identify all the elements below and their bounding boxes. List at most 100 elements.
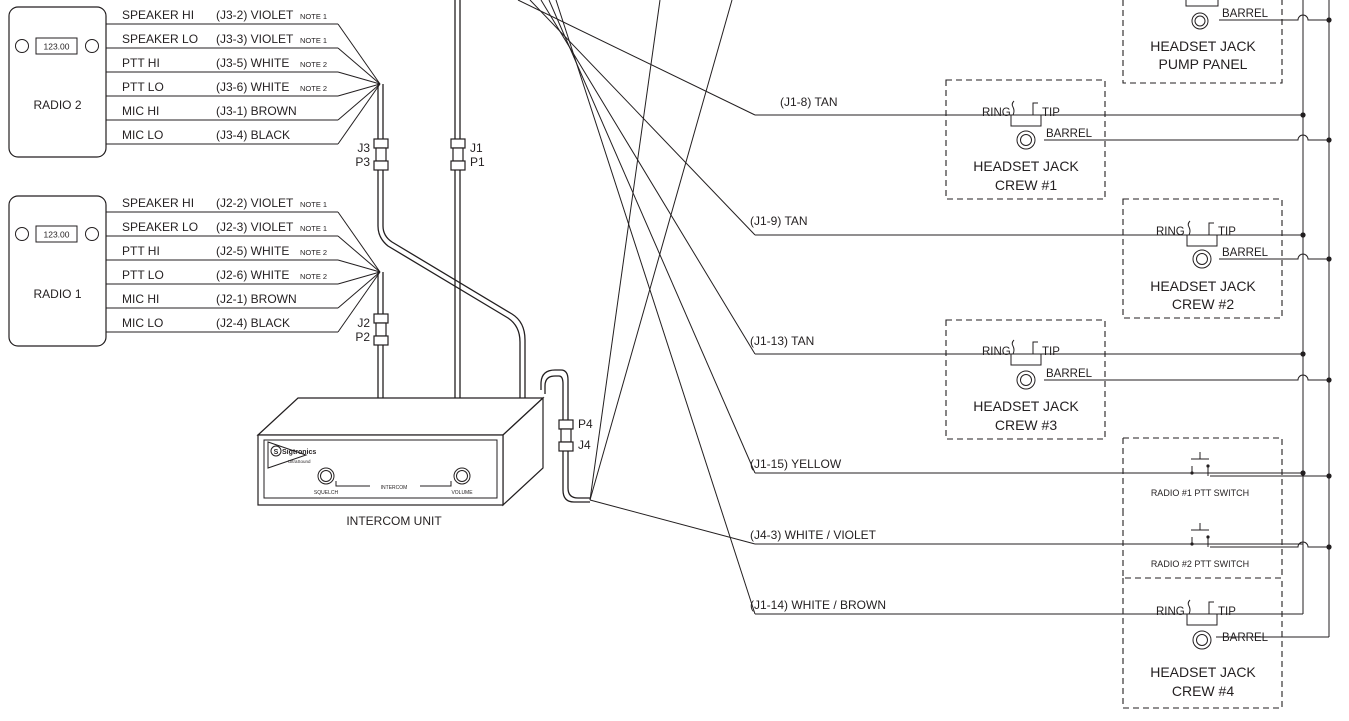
radio-1-row-1-wire: (J2-2) VIOLET <box>216 196 294 210</box>
jack-barrel-icon <box>1016 370 1036 390</box>
pump-panel-title: HEADSET JACK <box>1150 38 1256 54</box>
jack-body <box>1010 353 1042 366</box>
headset-jack-pump-panel: BARREL HEADSET JACK PUMP PANEL <box>1122 0 1283 84</box>
radio-2-display <box>35 37 78 55</box>
radio-2-left-knob <box>15 39 29 53</box>
barrel-label: BARREL <box>1222 632 1269 644</box>
wire-label-j1-15: (J1-15) YELLOW <box>750 457 842 471</box>
radio-1-ptt-switch: RADIO #1 PTT SWITCH <box>1122 437 1283 510</box>
radio-1-row-6-wire: (J2-4) BLACK <box>216 316 290 330</box>
wire-label-j1-8: (J1-8) TAN <box>780 95 838 109</box>
radio-1-ptt-label: RADIO #1 PTT SWITCH <box>1151 488 1249 498</box>
connector-j2-label: J2 <box>357 316 370 330</box>
radio-1-row-2-signal: SPEAKER LO <box>122 220 198 234</box>
wire-label-j4-3: (J4-3) WHITE / VIOLET <box>750 528 877 542</box>
radio-1-right-knob <box>85 227 99 241</box>
radio-1-row-2-note: NOTE 1 <box>300 224 327 233</box>
intercom-unit-label: INTERCOM UNIT <box>346 514 442 528</box>
volume-label: VOLUME <box>451 490 473 496</box>
radio-1-row-1-signal: SPEAKER HI <box>122 196 194 210</box>
ring-label: RING <box>982 107 1011 119</box>
intercom-brand: Sigtronics <box>282 449 316 456</box>
connector-p3-label: P3 <box>355 155 370 169</box>
ring-label: RING <box>1156 226 1185 238</box>
volume-knob[interactable] <box>453 467 471 485</box>
radio-2-row-5-wire: (J3-1) BROWN <box>216 104 297 118</box>
connector-j1-p1: J1 P1 <box>450 138 485 171</box>
radio-1-row-3-signal: PTT HI <box>122 244 160 258</box>
crew-2-title: HEADSET JACK <box>1150 278 1256 294</box>
intercom-logo-triangle <box>267 441 308 469</box>
jack-body <box>1185 0 1219 7</box>
tip-label: TIP <box>1218 606 1236 618</box>
tip-label: TIP <box>1218 226 1236 238</box>
radio-1-row-4-note: NOTE 2 <box>300 272 327 281</box>
connector-j2-p2: J2 P2 <box>355 313 389 346</box>
radio-2-wire-rows <box>106 23 381 145</box>
radio-1-left-knob <box>15 227 29 241</box>
radio-1-row-4-signal: PTT LO <box>122 268 164 282</box>
radio-1-row-4-wire: (J2-6) WHITE <box>216 268 289 282</box>
radio-2-name: RADIO 2 <box>33 98 81 112</box>
connector-p4-j4: P4 J4 <box>558 417 593 452</box>
crew-1-subtitle: CREW #1 <box>995 177 1057 193</box>
jack-body <box>1186 613 1218 626</box>
radio-2-row-6-wire: (J3-4) BLACK <box>216 128 290 142</box>
radio-2-row-2-note: NOTE 1 <box>300 36 327 45</box>
radio-2-row-3-wire: (J3-5) WHITE <box>216 56 289 70</box>
radio-1-display-text: 123.00 <box>44 230 70 240</box>
radio-1-row-5-wire: (J2-1) BROWN <box>216 292 297 306</box>
radio-2-row-4-note: NOTE 2 <box>300 84 327 93</box>
radio-2-row-4-signal: PTT LO <box>122 80 164 94</box>
pump-panel-subtitle: PUMP PANEL <box>1159 56 1248 72</box>
radio-1-row-1-note: NOTE 1 <box>300 200 327 209</box>
jack-body <box>1010 114 1042 127</box>
connector-p4-label: P4 <box>578 417 593 431</box>
radio-2-display-text: 123.00 <box>44 42 70 52</box>
jack-barrel-icon <box>1192 630 1212 650</box>
connector-j3-label: J3 <box>357 141 370 155</box>
connector-j3-p3: J3 P3 <box>355 138 389 171</box>
crew-2-subtitle: CREW #2 <box>1172 296 1234 312</box>
radio-1-row-6-signal: MIC LO <box>122 316 163 330</box>
connector-p1-label: P1 <box>470 155 485 169</box>
barrel-label: BARREL <box>1222 247 1269 259</box>
radio-2-row-3-note: NOTE 2 <box>300 60 327 69</box>
intercom-unit: S Sigtronics UltraSound SQUELCH INTERCOM… <box>256 396 545 528</box>
headset-jack-crew-3: RING TIP BARREL HEADSET JACK CREW #3 <box>945 319 1106 440</box>
headset-jack-crew-1: RING TIP BARREL HEADSET JACK CREW #1 <box>945 79 1106 200</box>
radio-1-row-2-wire: (J2-3) VIOLET <box>216 220 294 234</box>
squelch-label: SQUELCH <box>314 490 339 496</box>
connector-j1-label: J1 <box>470 141 483 155</box>
radio-1: 123.00 RADIO 1 SPEAKER HI (J2-2) VIOLET … <box>8 195 381 347</box>
radio-2-row-1-wire: (J3-2) VIOLET <box>216 8 294 22</box>
headset-jack-crew-4: RING TIP BARREL HEADSET JACK CREW #4 <box>1122 578 1283 709</box>
connector-p2-label: P2 <box>355 330 370 344</box>
radio-1-row-3-note: NOTE 2 <box>300 248 327 257</box>
headset-jack-crew-2: RING TIP BARREL HEADSET JACK CREW #2 <box>1122 198 1283 319</box>
jack-body <box>1186 234 1218 247</box>
crew-1-title: HEADSET JACK <box>973 158 1079 174</box>
radio-2-row-4-wire: (J3-6) WHITE <box>216 80 289 94</box>
tip-label: TIP <box>1042 107 1060 119</box>
radio-2-row-5-signal: MIC HI <box>122 104 159 118</box>
intercom-model: UltraSound <box>288 459 311 464</box>
radio-2-row-2-wire: (J3-3) VIOLET <box>216 32 294 46</box>
barrel-label: BARREL <box>1046 368 1093 380</box>
intercom-front-face <box>257 434 504 506</box>
radio-2: 123.00 RADIO 2 SPEAKER HI (J3-2) VIOLET … <box>8 6 381 158</box>
squelch-knob[interactable] <box>317 467 335 485</box>
crew-4-subtitle: CREW #4 <box>1172 683 1234 699</box>
tip-label: TIP <box>1042 346 1060 358</box>
radio-2-row-6-signal: MIC LO <box>122 128 163 142</box>
crew-4-title: HEADSET JACK <box>1150 664 1256 680</box>
wire-label-j1-14: (J1-14) WHITE / BROWN <box>750 598 886 612</box>
barrel-label: BARREL <box>1222 8 1269 20</box>
radio-2-ptt-switch: RADIO #2 PTT SWITCH <box>1122 510 1283 579</box>
radio-1-name: RADIO 1 <box>33 287 81 301</box>
bus-lines <box>1044 0 1332 638</box>
fanout-wires <box>517 0 1303 615</box>
intercom-logo-badge <box>270 445 282 457</box>
ring-label: RING <box>982 346 1011 358</box>
